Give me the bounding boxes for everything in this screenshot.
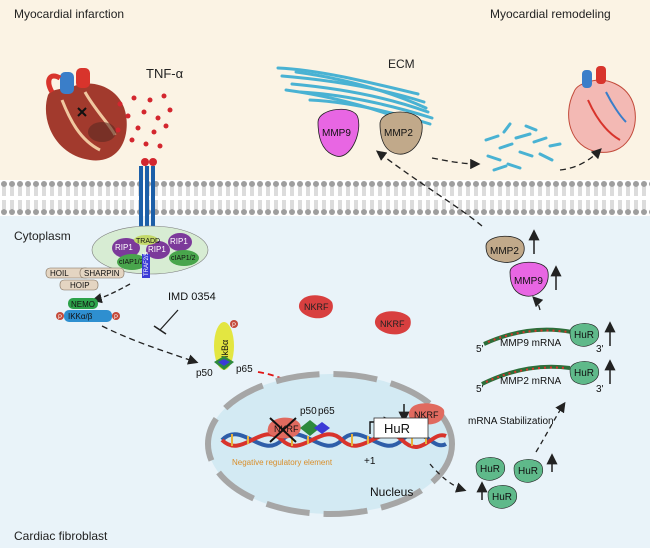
translation-arrow: [532, 296, 544, 311]
p50-label-2: p50: [300, 406, 317, 417]
remodeled-heart-icon: [568, 66, 636, 153]
inhibition-line: [159, 309, 179, 331]
infarcted-heart-icon: [45, 68, 127, 161]
mmp9-extracellular: MMP9: [317, 108, 360, 157]
mmp2-mrna-label: MMP2 mRNA: [500, 376, 561, 387]
hur-label: HuR: [480, 464, 500, 475]
mrna-stabilization-label: mRNA Stabilization: [468, 416, 554, 427]
myocardial-remodeling-label: Myocardial remodeling: [490, 7, 611, 21]
rip1-label-2: RIP1: [148, 245, 166, 254]
hur-label-3: HuR: [492, 492, 512, 503]
three-prime-label-2: 3': [596, 344, 604, 355]
secretion-arrow: [375, 150, 483, 227]
p65-label-2: p65: [318, 406, 335, 417]
mmp9-label: MMP9: [322, 128, 351, 139]
stabilization-arrow: [535, 401, 566, 453]
tnf-label: TNF-α: [146, 66, 184, 81]
hur-gene-box: [373, 417, 429, 439]
ciap-label: cIAP1/2: [119, 259, 144, 266]
nkrf-repressor-bound: NKRF: [267, 417, 301, 443]
hur-label-5: HuR: [574, 330, 594, 341]
hur-label-4: HuR: [574, 368, 594, 379]
ikk-activation-arrow: [91, 283, 131, 304]
displacement-cross: [269, 417, 297, 443]
mmp2-mrna: 5' 3' MMP2 mRNA HuR: [476, 359, 616, 395]
mmp2-extracellular: MMP2: [379, 111, 423, 155]
mmp2-label: MMP2: [384, 128, 413, 139]
inhibition-bar: [153, 325, 167, 335]
phospho-label-3: P: [232, 323, 236, 329]
nemo-label: NEMO: [71, 300, 95, 309]
nfkb-ikba-complex: IkBα P p50 p65: [196, 320, 253, 379]
sharpin-label: SHARPIN: [84, 269, 120, 278]
nuclear-nfkb: p50 p65: [300, 406, 335, 436]
mmp2-intracellular: MMP2: [485, 229, 540, 263]
degraded-ecm: [484, 122, 562, 172]
tnf-molecules: [115, 93, 173, 149]
hur-gene-label: HuR: [384, 421, 410, 436]
tradd-label: TRADD: [136, 238, 160, 245]
mmp9-mrna-label: MMP9 mRNA: [500, 338, 561, 349]
ecm-label: ECM: [388, 57, 415, 71]
traf-label: TRAF2/5: [144, 251, 150, 276]
ecm-degradation-arrow: [431, 157, 481, 170]
nkrf-cytoplasm-1: NKRF: [298, 295, 333, 319]
hur-export-arrow: [429, 463, 467, 493]
tss-label: +1: [364, 456, 376, 467]
nkrf-label: NKRF: [304, 302, 329, 312]
receptor-complex: RIP1 RIP1 RIP1 cIAP1/2 cIAP1/2 TRADD TRA…: [91, 225, 209, 278]
p65-label: p65: [236, 364, 253, 375]
hur-cluster: HuR HuR HuR: [475, 453, 558, 509]
imd-label: IMD 0354: [168, 291, 216, 303]
mmp9-intracellular: MMP9: [509, 261, 562, 297]
nkrf-label-3: NKRF: [414, 410, 439, 420]
ciap-label-2: cIAP1/2: [171, 255, 196, 262]
remodeling-arrow: [559, 148, 602, 171]
mmp2-label-2: MMP2: [490, 246, 519, 257]
cardiac-fibroblast-label: Cardiac fibroblast: [14, 529, 108, 543]
rip1-label: RIP1: [115, 243, 133, 252]
phospho-label: P: [58, 315, 62, 321]
nkrf-cytoplasm-2: NKRF: [374, 311, 411, 335]
negative-element-label: Negative regulatory element: [232, 458, 333, 467]
tnf-receptor: [139, 158, 157, 252]
cytoplasm-label: Cytoplasm: [14, 229, 71, 243]
hoil-label: HOIL: [50, 269, 69, 278]
mmp9-mrna: 5' 3' MMP9 mRNA HuR: [476, 321, 616, 355]
five-prime-label-2: 5': [476, 344, 484, 355]
ikk-label: IKKα/β: [68, 312, 93, 321]
myocardial-infarction-label: Myocardial infarction: [14, 7, 124, 21]
p50-label: p50: [196, 368, 213, 379]
cell-membrane: [0, 180, 650, 216]
ecm-fibers: [276, 66, 434, 128]
ikba-label: IkBα: [220, 340, 230, 358]
lubac-complex: HOIL SHARPIN HOIP: [45, 267, 125, 291]
nfkb-activation-arrow: [101, 325, 199, 365]
ikk-complex: NEMO IKKα/β P P: [56, 298, 120, 322]
hur-label-2: HuR: [518, 466, 538, 477]
hoip-label: HOIP: [70, 281, 90, 290]
nucleus-label: Nucleus: [370, 485, 413, 499]
five-prime-label: 5': [476, 384, 484, 395]
rip1-label-3: RIP1: [170, 237, 188, 246]
phospho-label-2: P: [114, 315, 118, 321]
three-prime-label: 3': [596, 384, 604, 395]
nkrf-label-4: NKRF: [274, 424, 299, 434]
nkrf-label-2: NKRF: [380, 319, 405, 329]
mmp9-label-2: MMP9: [514, 276, 543, 287]
